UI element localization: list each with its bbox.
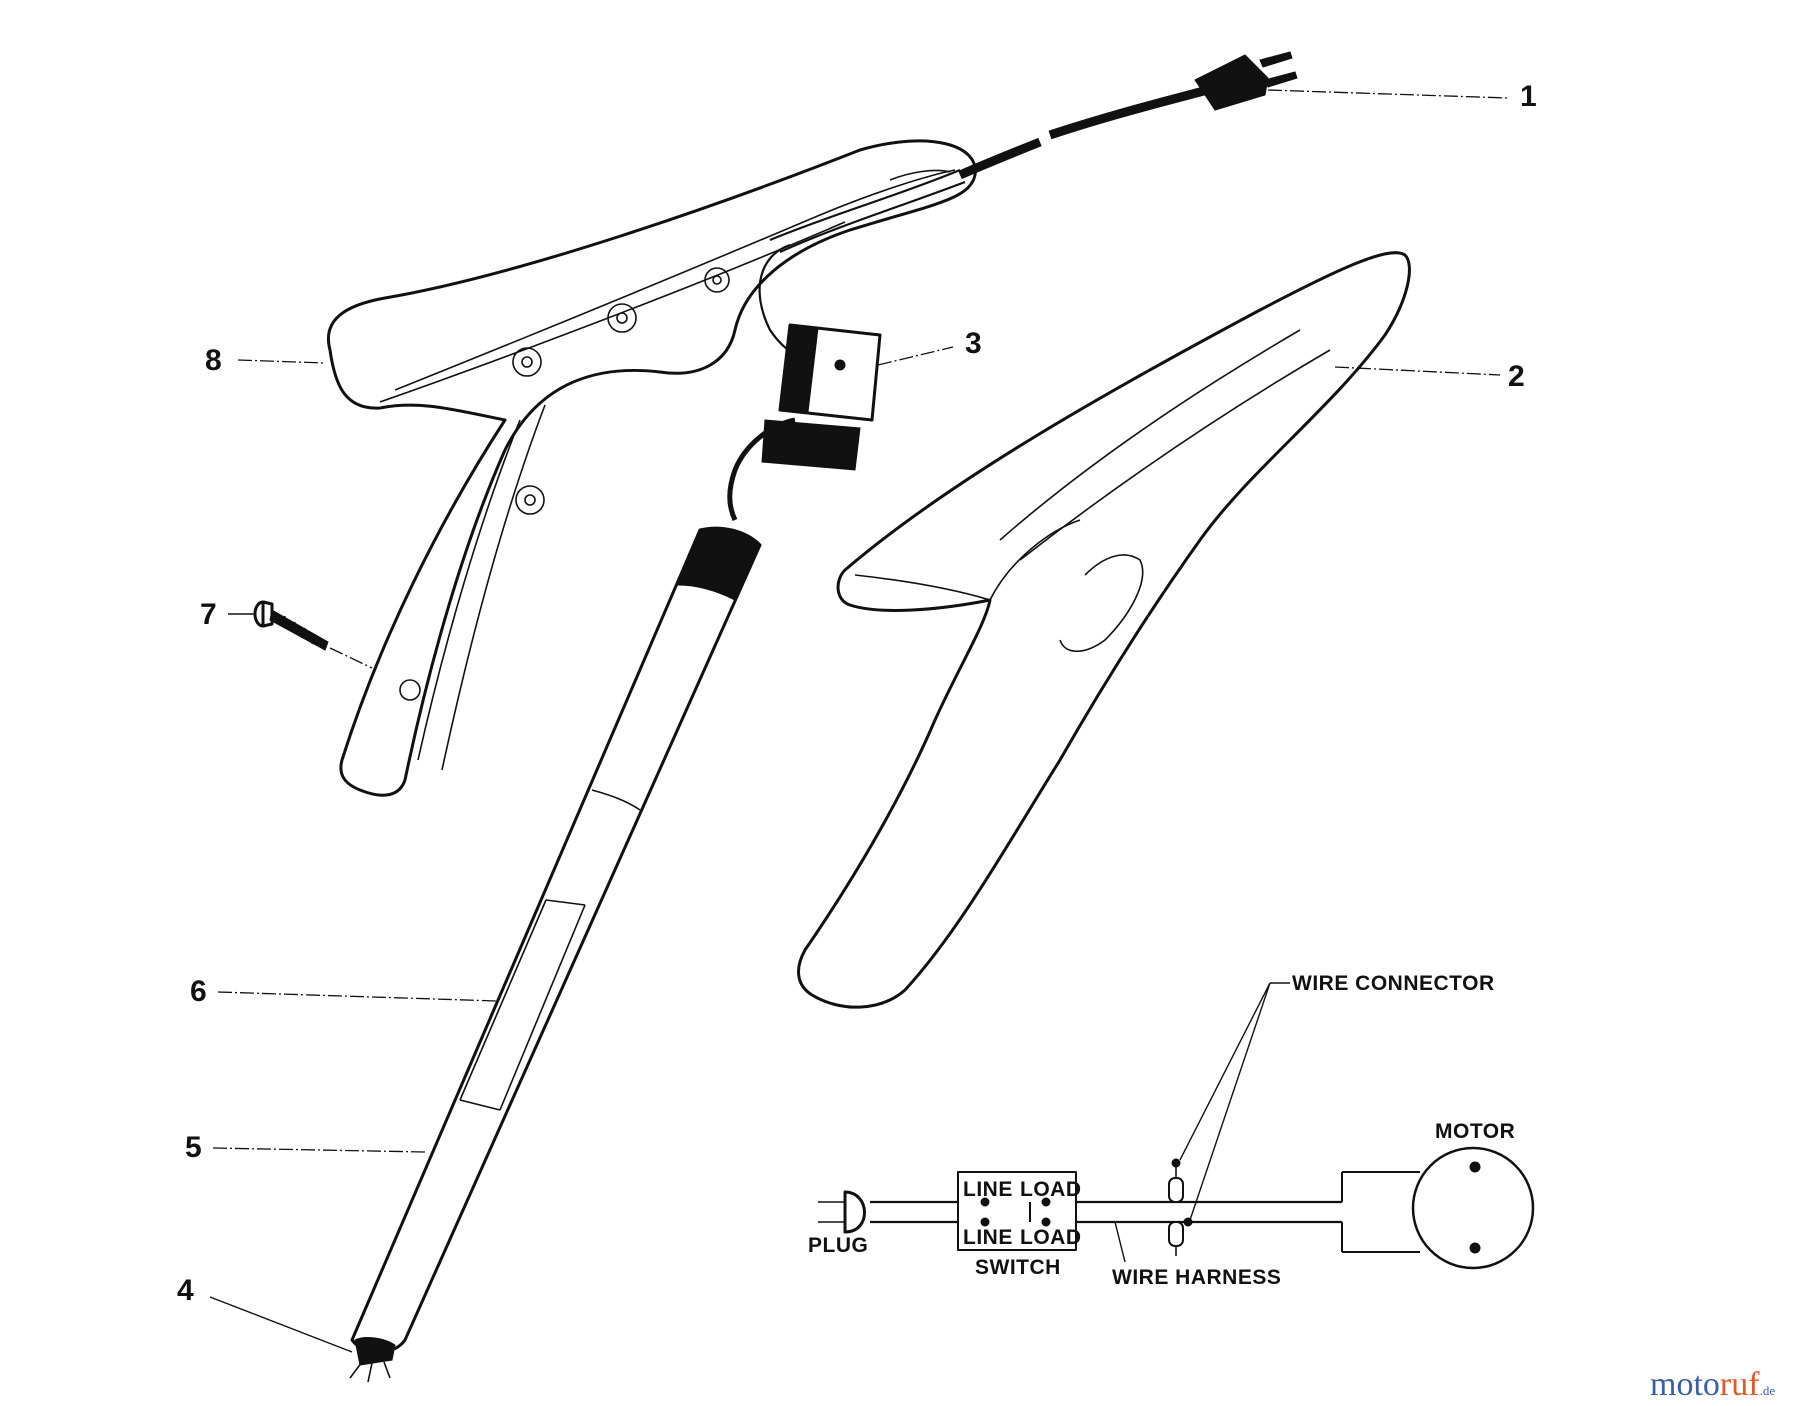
switch-part (727, 323, 882, 522)
wiring-schematic: PLUG LINE LOAD LINE LOAD SWITCH (808, 972, 1535, 1289)
callout-1: 1 (1520, 80, 1537, 113)
watermark-text-b: ruf (1720, 1366, 1760, 1403)
switch-load-top: LOAD (1020, 1178, 1082, 1201)
screw-part (253, 600, 329, 651)
handle-tube (349, 526, 762, 1383)
site-watermark: motoruf.de (1650, 1366, 1775, 1403)
power-cord (769, 51, 1298, 254)
callout-7: 7 (200, 598, 217, 631)
svg-text:motoruf.de: motoruf.de (1650, 1366, 1775, 1403)
right-handle-half (797, 251, 1411, 1009)
switch-line-bottom: LINE (963, 1226, 1013, 1249)
switch-load-bottom: LOAD (1020, 1226, 1082, 1249)
left-handle-half (327, 139, 977, 797)
wire-connector-label: WIRE CONNECTOR (1292, 972, 1495, 995)
motor-symbol (1411, 1146, 1535, 1270)
watermark-text-a: moto (1650, 1366, 1720, 1403)
callout-2: 2 (1508, 360, 1525, 393)
callout-8: 8 (205, 344, 222, 377)
callout-5: 5 (185, 1131, 202, 1164)
switch-label: SWITCH (975, 1256, 1061, 1279)
callout-4: 4 (177, 1274, 194, 1307)
wire-connectors (1168, 1158, 1193, 1256)
switch-line-top: LINE (963, 1178, 1013, 1201)
callouts: 1 2 3 4 5 6 7 8 (177, 80, 1537, 1353)
plug-label: PLUG (808, 1234, 868, 1257)
plug-symbol (843, 1190, 866, 1234)
callout-3: 3 (965, 327, 982, 360)
callout-6: 6 (190, 975, 207, 1008)
switch-box (957, 1171, 1077, 1251)
motor-label: MOTOR (1435, 1120, 1515, 1143)
wire-harness-label: WIRE HARNESS (1112, 1266, 1281, 1289)
watermark-suffix: .de (1760, 1383, 1776, 1398)
